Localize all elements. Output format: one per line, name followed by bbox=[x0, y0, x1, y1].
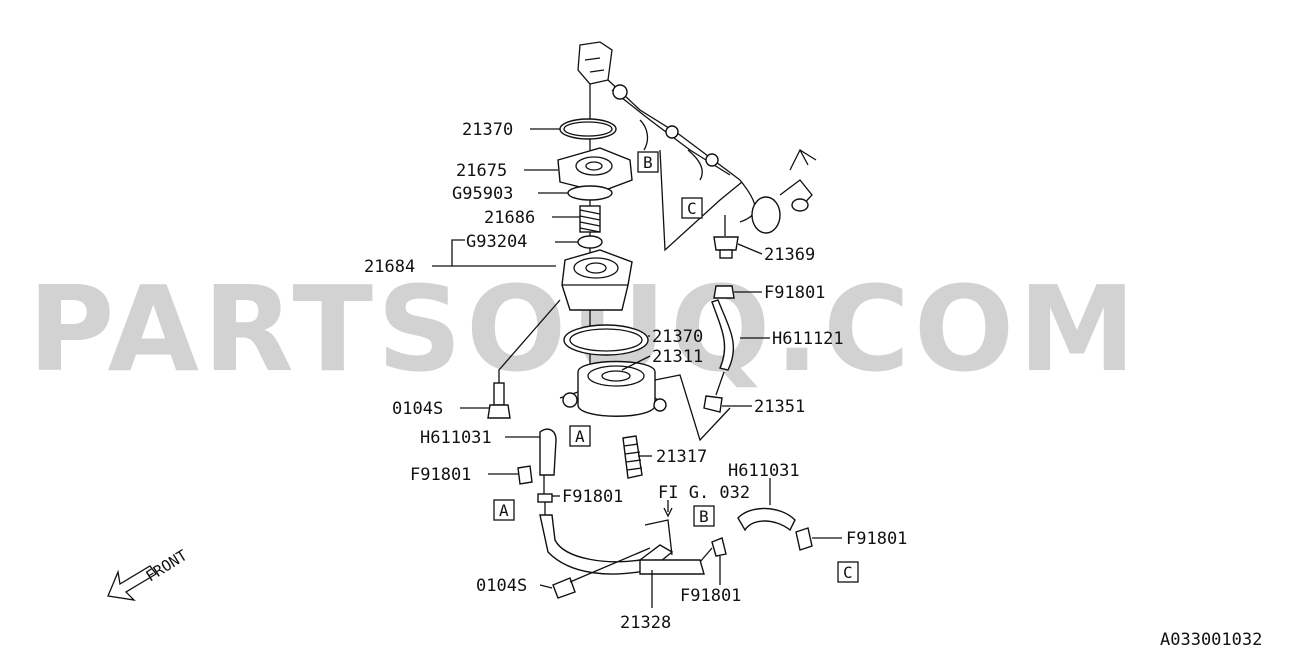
ref-box-B-top: B bbox=[637, 151, 659, 173]
part-label-21317: 21317 bbox=[656, 447, 707, 467]
oil-cooler-21311 bbox=[577, 360, 656, 417]
clamp-F91801-center bbox=[537, 493, 553, 503]
part-label-21351: 21351 bbox=[754, 397, 805, 417]
svg-text:B: B bbox=[643, 153, 653, 172]
clamp-F91801-left bbox=[517, 465, 533, 485]
part-label-21369: 21369 bbox=[764, 245, 815, 265]
svg-text:B: B bbox=[699, 507, 709, 526]
bolt-0104S-bottom bbox=[552, 577, 576, 599]
leader-lines bbox=[432, 128, 842, 608]
part-label-21684: 21684 bbox=[364, 257, 415, 277]
clamp-F91801-bottom bbox=[711, 537, 727, 557]
part-label-21370-top: 21370 bbox=[462, 120, 513, 140]
part-label-F91801-center: F91801 bbox=[562, 487, 623, 507]
part-label-G93204: G93204 bbox=[466, 232, 527, 252]
engine-bracket-drawing bbox=[577, 41, 817, 252]
hose-H611031-right bbox=[737, 507, 796, 532]
part-label-F91801-left: F91801 bbox=[410, 465, 471, 485]
part-label-F91801-bottom: F91801 bbox=[680, 586, 741, 606]
part-label-21370-mid: 21370 bbox=[652, 327, 703, 347]
part-label-0104S-bottom: 0104S bbox=[476, 576, 527, 596]
svg-text:C: C bbox=[687, 199, 697, 218]
diagram-code: A033001032 bbox=[1160, 630, 1262, 650]
part-label-21675: 21675 bbox=[456, 161, 507, 181]
svg-text:A: A bbox=[575, 427, 585, 446]
gasket-G95903 bbox=[567, 185, 613, 201]
part-label-F91801-right: F91801 bbox=[846, 529, 907, 549]
part-label-F91801-right-top: F91801 bbox=[764, 283, 825, 303]
part-label-H611121: H611121 bbox=[772, 329, 844, 349]
clamp-F91801-right-top bbox=[713, 285, 735, 299]
clamp-F91801-right bbox=[795, 527, 813, 551]
left-hose-assembly bbox=[517, 428, 813, 599]
svg-text:A: A bbox=[499, 501, 509, 520]
part-label-0104S-mid: 0104S bbox=[392, 399, 443, 419]
clamp-21351 bbox=[703, 395, 723, 413]
housing-21684 bbox=[561, 249, 633, 311]
part-label-G95903: G95903 bbox=[452, 184, 513, 204]
right-hose-assembly bbox=[703, 215, 739, 413]
pipe-21328 bbox=[539, 514, 674, 575]
ref-box-A-mid: A bbox=[569, 425, 591, 447]
part-label-21311: 21311 bbox=[652, 347, 703, 367]
svg-text:C: C bbox=[843, 563, 853, 582]
figure-reference: FI G. 032 bbox=[658, 483, 750, 503]
ref-box-B-bottom: B bbox=[693, 505, 715, 527]
o-ring-G93204 bbox=[577, 235, 603, 249]
ref-box-A-left: A bbox=[493, 499, 515, 521]
part-label-H611031-right: H611031 bbox=[728, 461, 800, 481]
part-label-21328: 21328 bbox=[620, 613, 671, 633]
hose-H611121 bbox=[711, 299, 735, 371]
front-arrow-icon bbox=[107, 565, 157, 601]
hose-H611031-left bbox=[539, 428, 557, 476]
front-label: FRONT bbox=[143, 546, 191, 585]
ref-box-C-bottom: C bbox=[837, 561, 859, 583]
bolt-0104S-mid bbox=[493, 382, 505, 406]
o-ring-21370-mid bbox=[563, 324, 649, 356]
fitting-21369 bbox=[713, 236, 739, 251]
connector-21317 bbox=[622, 435, 643, 479]
ref-box-C-top: C bbox=[681, 197, 703, 219]
part-label-21686: 21686 bbox=[484, 208, 535, 228]
part-label-H611031-left: H611031 bbox=[420, 428, 492, 448]
